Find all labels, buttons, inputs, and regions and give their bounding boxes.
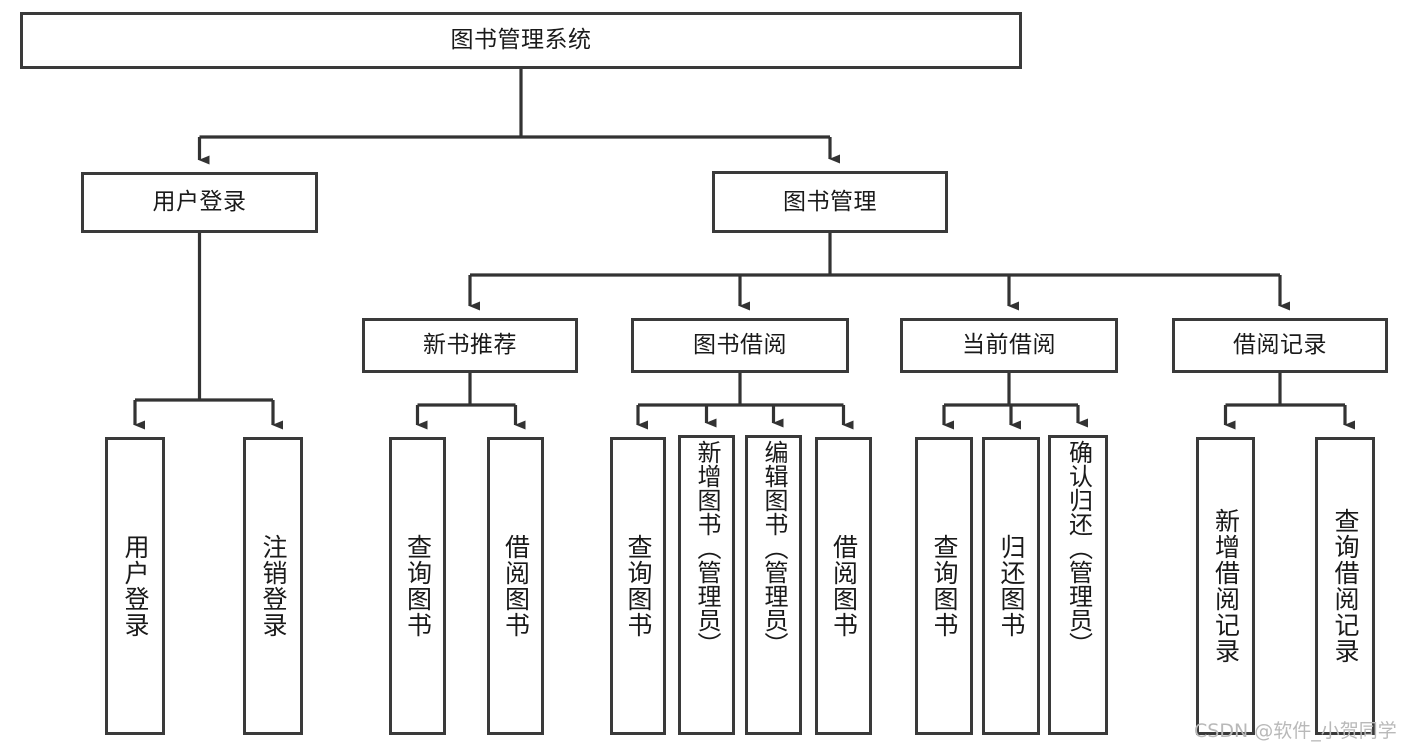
- level2-node-1-label: 用户登录: [152, 189, 247, 216]
- leaf-node-9[interactable]: 查询图书: [915, 437, 973, 735]
- leaf-node-10[interactable]: 归还图书: [982, 437, 1040, 735]
- level3-node-3-label: 当前借阅: [962, 332, 1056, 359]
- leaf-node-1-label: 用户登录: [121, 534, 150, 638]
- root-node-book-management-system-label: 图书管理系统: [450, 27, 592, 54]
- level3-node-3[interactable]: 当前借阅: [900, 318, 1118, 373]
- leaf-node-11[interactable]: 确认归还（管理员）: [1048, 435, 1108, 735]
- leaf-node-12[interactable]: 新增借阅记录: [1196, 437, 1255, 735]
- leaf-node-7-label: 编辑图书（管理员）: [759, 440, 788, 656]
- leaf-node-1[interactable]: 用户登录: [105, 437, 165, 735]
- leaf-node-2-label: 注销登录: [259, 534, 288, 638]
- leaf-node-3-label: 查询图书: [403, 534, 433, 638]
- leaf-node-5[interactable]: 查询图书: [610, 437, 666, 735]
- leaf-node-9-label: 查询图书: [930, 534, 959, 638]
- level3-node-1-label: 新书推荐: [423, 332, 517, 359]
- leaf-node-12-label: 新增借阅记录: [1211, 508, 1241, 664]
- level2-node-2-label: 图书管理: [783, 188, 877, 215]
- csdn-watermark: CSDN @软件_小贺同学: [1194, 720, 1397, 742]
- level3-node-2-label: 图书借阅: [693, 332, 787, 359]
- leaf-node-8[interactable]: 借阅图书: [815, 437, 872, 735]
- root-node-book-management-system[interactable]: 图书管理系统: [20, 12, 1022, 69]
- leaf-node-2[interactable]: 注销登录: [243, 437, 303, 735]
- leaf-node-13[interactable]: 查询借阅记录: [1315, 437, 1375, 735]
- level3-node-1[interactable]: 新书推荐: [362, 318, 578, 373]
- leaf-node-6[interactable]: 新增图书（管理员）: [678, 435, 735, 735]
- leaf-node-4-label: 借阅图书: [501, 534, 531, 638]
- leaf-node-7[interactable]: 编辑图书（管理员）: [745, 435, 802, 735]
- level3-node-4-label: 借阅记录: [1233, 332, 1327, 359]
- leaf-node-4[interactable]: 借阅图书: [487, 437, 544, 735]
- leaf-node-11-label: 确认归还（管理员）: [1064, 440, 1093, 656]
- leaf-node-13-label: 查询借阅记录: [1331, 508, 1360, 664]
- leaf-node-5-label: 查询图书: [624, 534, 653, 638]
- level3-node-2[interactable]: 图书借阅: [631, 318, 849, 373]
- level3-node-4[interactable]: 借阅记录: [1172, 318, 1388, 373]
- leaf-node-8-label: 借阅图书: [829, 534, 859, 638]
- leaf-node-10-label: 归还图书: [997, 534, 1026, 638]
- level2-node-2[interactable]: 图书管理: [712, 171, 948, 233]
- level2-node-1[interactable]: 用户登录: [81, 172, 318, 233]
- leaf-node-6-label: 新增图书（管理员）: [692, 440, 721, 656]
- leaf-node-3[interactable]: 查询图书: [389, 437, 446, 735]
